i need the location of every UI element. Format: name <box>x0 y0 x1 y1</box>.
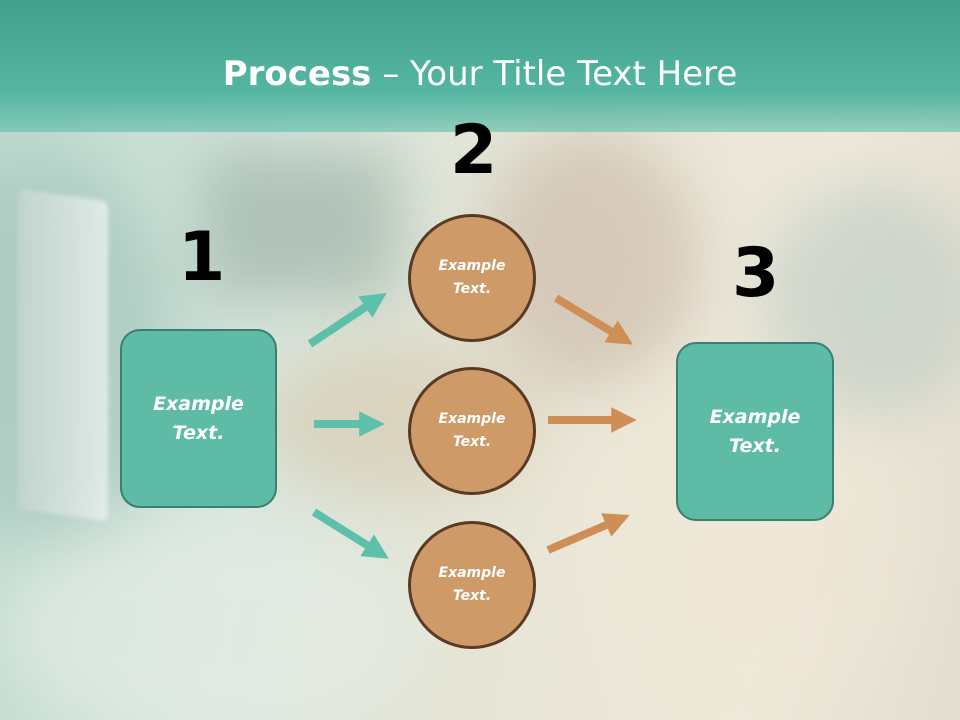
step-number-2: 2 <box>450 111 498 190</box>
step-number-1: 1 <box>178 218 226 297</box>
arrow-to-circle-1 <box>307 292 387 348</box>
circle-3-line1: Example <box>438 565 506 581</box>
end-box-text: Example Text. <box>710 403 801 461</box>
arrow-from-circle-3 <box>546 513 630 554</box>
start-box-line2: Text. <box>172 421 225 444</box>
process-circle-2: Example Text. <box>408 367 536 495</box>
background-photo-blur <box>200 150 400 300</box>
circle-1-line1: Example <box>438 258 506 274</box>
circle-3-line2: Text. <box>452 588 492 604</box>
circle-2-line1: Example <box>438 411 506 427</box>
start-box-line1: Example <box>153 392 244 415</box>
start-box-text: Example Text. <box>153 390 244 448</box>
title-bold: Process <box>222 54 372 94</box>
circle-1-line2: Text. <box>452 281 492 297</box>
end-box-line1: Example <box>709 405 801 428</box>
process-circle-1: Example Text. <box>408 214 536 342</box>
background-photo-blur <box>0 520 420 720</box>
start-box: Example Text. <box>120 329 277 508</box>
end-box: Example Text. <box>676 342 834 521</box>
step-number-3: 3 <box>732 234 780 313</box>
slide-title: Process – Your Title Text Here <box>0 52 960 96</box>
circle-2-line2: Text. <box>452 434 492 450</box>
title-bar <box>0 0 960 132</box>
arrow-from-circle-1 <box>553 294 633 345</box>
end-box-line2: Text. <box>729 434 781 457</box>
process-circle-3: Example Text. <box>408 521 536 649</box>
arrow-to-circle-3 <box>311 508 389 559</box>
title-rest: – Your Title Text Here <box>371 54 738 94</box>
